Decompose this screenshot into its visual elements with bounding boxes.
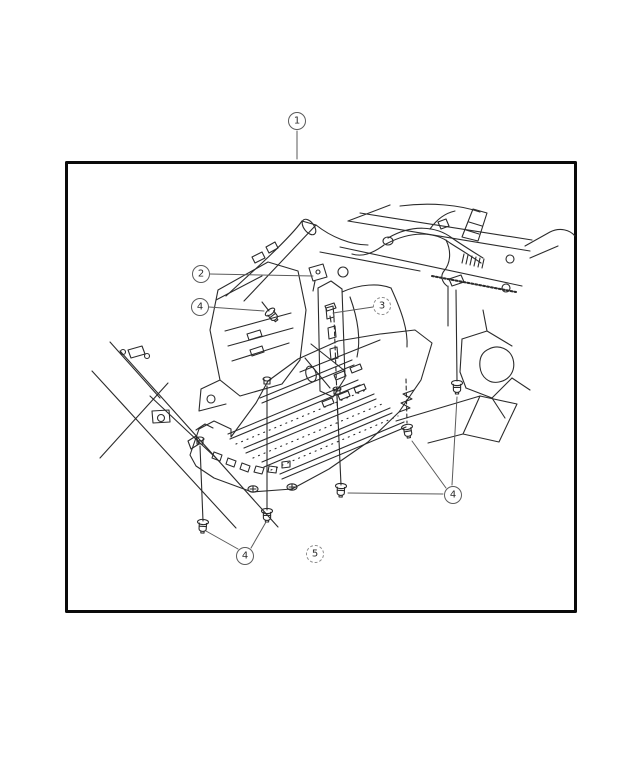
left-mount-bracket <box>198 261 328 412</box>
right-sill-structure <box>395 309 531 444</box>
callout-leader-lines <box>205 130 458 550</box>
mounting-bolts <box>196 289 464 534</box>
callout-4-bracket-label: 4 <box>196 301 204 313</box>
callout-4-right: 4 <box>444 486 462 504</box>
callout-4-bottom-label: 4 <box>241 550 249 562</box>
bolt-front-center-icon <box>260 385 274 523</box>
callout-5-label: 5 <box>311 548 319 560</box>
left-frame-horn <box>225 218 369 302</box>
bolt-front-left-icon <box>196 445 210 534</box>
right-frame-rails <box>339 203 576 293</box>
callout-4-bottom: 4 <box>236 547 254 565</box>
callout-2: 2 <box>192 265 210 283</box>
callout-5: 5 <box>306 545 324 563</box>
callout-2-label: 2 <box>197 268 205 280</box>
floor-pan-tunnel <box>304 251 421 389</box>
callout-1: 1 <box>288 112 306 130</box>
wiring-harness <box>351 208 488 327</box>
bolt-bracket-icon <box>261 301 282 325</box>
callout-3: 3 <box>373 297 391 315</box>
bolt-rear-left-icon <box>398 378 415 440</box>
bolt-mid-icon <box>334 395 348 498</box>
callout-4-bracket: 4 <box>191 298 209 316</box>
callout-3-label: 3 <box>378 300 386 312</box>
bolt-rear-right-icon <box>450 289 464 395</box>
skid-plate <box>187 329 433 493</box>
figure-frame-border <box>65 161 577 613</box>
callout-1-label: 1 <box>293 115 301 127</box>
lower-left-rails <box>91 341 279 529</box>
callout-4-right-label: 4 <box>449 489 457 501</box>
